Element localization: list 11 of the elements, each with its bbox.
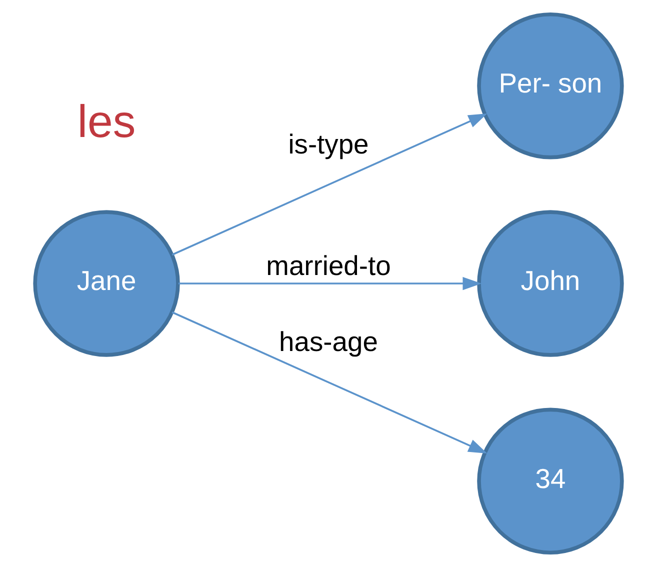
arrow <box>178 276 482 290</box>
node-circle: John <box>476 210 624 357</box>
arrow <box>171 311 487 454</box>
edge-label: is-type <box>288 128 368 160</box>
edge-label: married-to <box>266 250 390 281</box>
label: les <box>76 96 136 147</box>
node-circle: 34 <box>476 408 624 554</box>
arrow <box>171 114 487 256</box>
node-circle: Jane <box>32 210 180 357</box>
edge-label: has-age <box>278 326 378 357</box>
node-circle: Per- son <box>476 12 624 160</box>
